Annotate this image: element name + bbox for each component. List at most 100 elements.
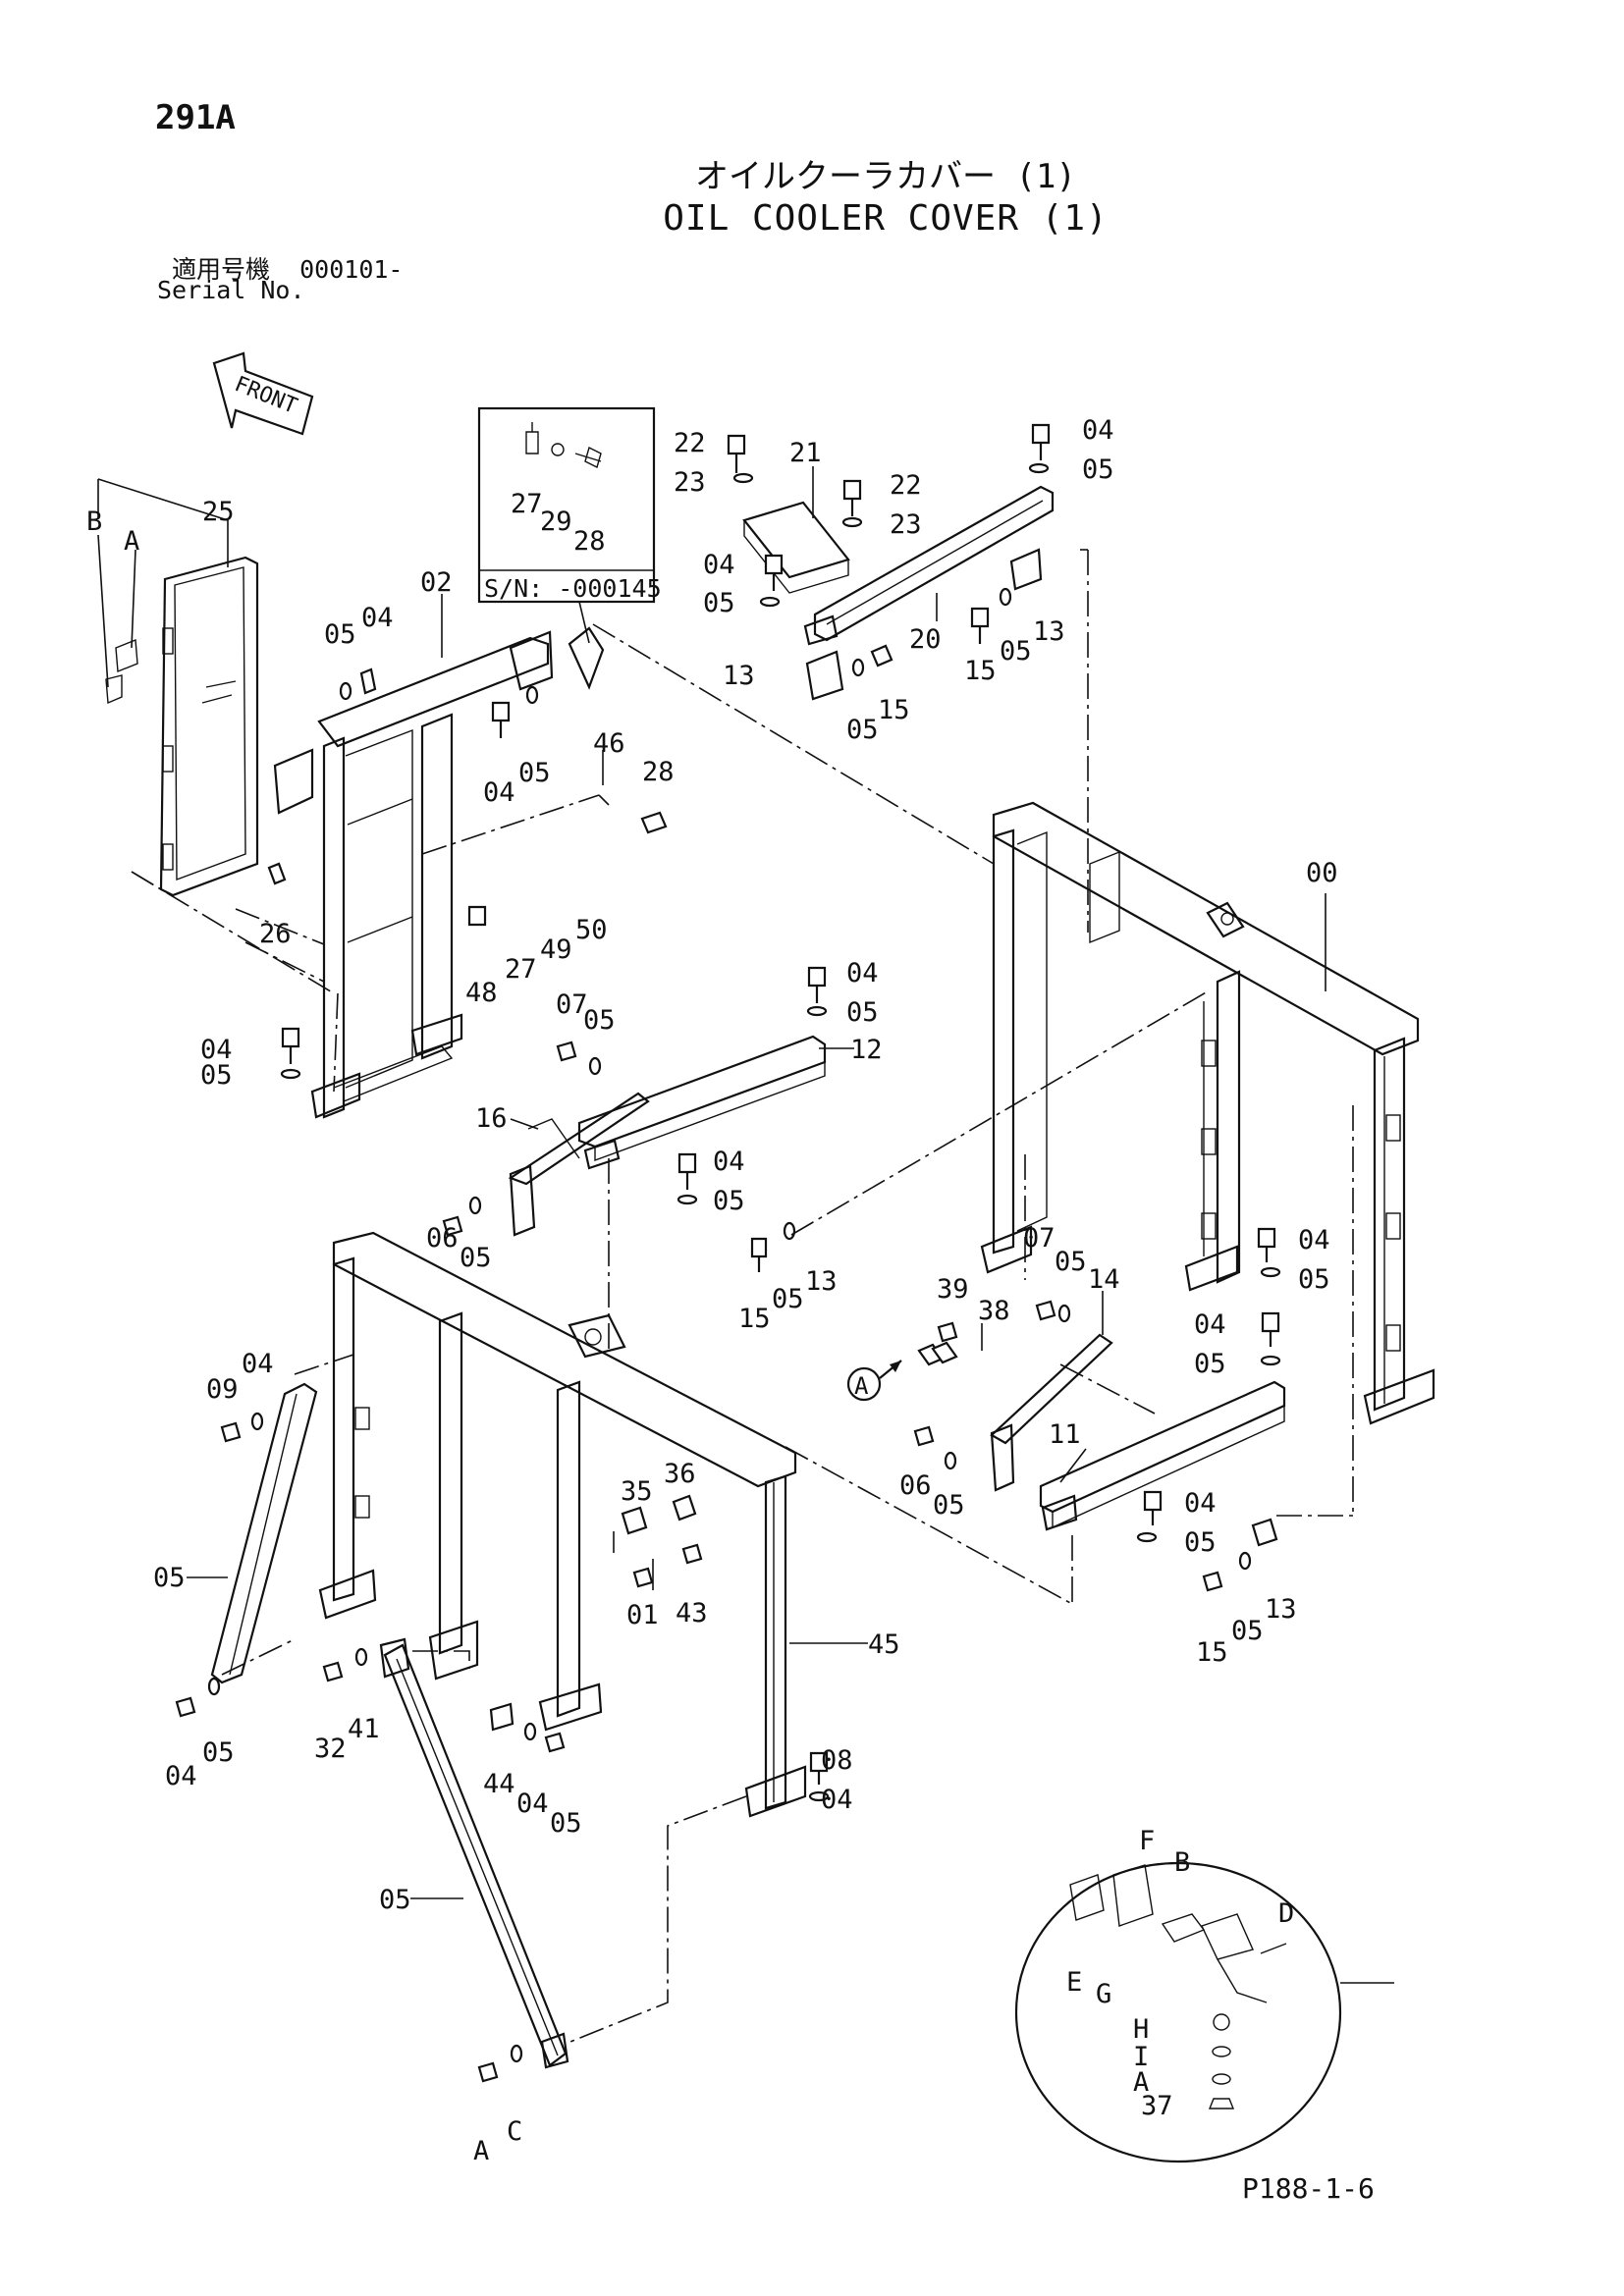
- callout: H: [1133, 2014, 1149, 2045]
- callout: 29: [540, 507, 572, 537]
- callout: 15: [964, 656, 997, 686]
- callout: 04: [483, 777, 515, 808]
- callout: 23: [674, 467, 706, 498]
- callout: 12: [850, 1035, 883, 1065]
- callout: 09: [206, 1374, 239, 1405]
- callout: 35: [621, 1476, 653, 1507]
- brace-14: [990, 1333, 1113, 1492]
- frame-00: [980, 801, 1435, 1425]
- inset-detail: S/N: -000145: [477, 406, 662, 690]
- callout: 14: [1088, 1264, 1120, 1295]
- leader-lines: [97, 466, 1326, 1899]
- callout: 04: [1082, 415, 1114, 446]
- callout: 05: [1082, 454, 1114, 485]
- callout: 22: [890, 470, 922, 501]
- callout: E: [1066, 1967, 1082, 1998]
- callout: 05: [713, 1186, 745, 1216]
- callout: 43: [676, 1598, 708, 1629]
- callout: 46: [593, 728, 625, 759]
- callout: 04: [713, 1147, 745, 1177]
- callout: 01: [626, 1600, 659, 1630]
- brace-16: [508, 1092, 650, 1237]
- callout: 05: [846, 997, 879, 1028]
- callout: 06: [426, 1223, 459, 1254]
- callout: 44: [483, 1769, 515, 1799]
- callout: 02: [420, 567, 453, 598]
- callout: 25: [202, 497, 235, 527]
- callout: 05: [583, 1005, 616, 1036]
- callout: 04: [1194, 1309, 1226, 1340]
- callout: 04: [516, 1789, 549, 1819]
- callout: 36: [664, 1459, 696, 1489]
- title-english: OIL COOLER COVER (1): [663, 198, 1109, 239]
- callout: 05: [379, 1885, 411, 1915]
- callout: 04: [821, 1785, 853, 1815]
- callout: 07: [1023, 1223, 1056, 1254]
- page-code: 291A: [155, 98, 236, 137]
- callout: A: [854, 1372, 869, 1400]
- callout: 23: [890, 509, 922, 540]
- callout: 13: [1265, 1594, 1297, 1625]
- callout: 05: [703, 588, 735, 618]
- callout: 05: [846, 715, 879, 745]
- callout: I: [1133, 2042, 1149, 2072]
- callout: 05: [1298, 1264, 1330, 1295]
- callout: 13: [805, 1266, 838, 1297]
- callout: A: [1133, 2067, 1149, 2098]
- callout: 28: [573, 526, 606, 557]
- detail-circle-a: [1014, 1861, 1394, 2163]
- callout: 04: [361, 603, 394, 633]
- callout: A: [473, 2136, 489, 2166]
- callout: 04: [1298, 1225, 1330, 1255]
- callout: 00: [1306, 858, 1338, 888]
- callout: 45: [868, 1629, 900, 1660]
- front-arrow-icon: FRONT: [212, 351, 314, 436]
- callout: D: [1278, 1898, 1294, 1929]
- callout: B: [86, 507, 102, 537]
- callout: 05: [1184, 1527, 1217, 1558]
- callout: 48: [465, 978, 498, 1008]
- callout: 27: [511, 489, 543, 519]
- callout: 04: [846, 958, 879, 988]
- frame-01: [318, 1231, 807, 1818]
- callout: 05: [153, 1563, 186, 1593]
- callout: 15: [878, 695, 910, 725]
- callout: 04: [703, 550, 735, 580]
- callout: 08: [821, 1745, 853, 1776]
- callout: 05: [772, 1284, 804, 1314]
- page-reference: P188-1-6: [1242, 2172, 1375, 2205]
- callout: 22: [674, 428, 706, 458]
- bracket-12: [577, 1035, 827, 1170]
- callout: G: [1096, 1979, 1111, 2009]
- callout: B: [1174, 1847, 1190, 1878]
- callout: 05: [1055, 1247, 1087, 1277]
- callout: F: [1139, 1826, 1155, 1856]
- callout: 49: [540, 934, 572, 965]
- callout: 13: [1033, 616, 1065, 647]
- callout: 16: [475, 1103, 508, 1134]
- callout: 41: [348, 1714, 380, 1744]
- callout: 05: [933, 1490, 965, 1521]
- callout: 37: [1141, 2091, 1173, 2121]
- serial-value: 000101-: [299, 255, 404, 284]
- brace-08: [379, 1637, 569, 2069]
- callout: 11: [1049, 1419, 1081, 1450]
- phantom-lines: [131, 549, 1354, 2045]
- hardware-bolts: [175, 423, 1281, 2083]
- callout: 21: [789, 438, 822, 468]
- door-panel-25: [105, 556, 259, 897]
- callout: 05: [460, 1243, 492, 1273]
- callout: 39: [937, 1274, 969, 1305]
- callout: 04: [1184, 1488, 1217, 1519]
- callout: 05: [550, 1808, 582, 1839]
- callout: 05: [202, 1737, 235, 1768]
- serial-number-line: 適用号機 000101-: [172, 250, 403, 286]
- callout: 05: [200, 1060, 233, 1091]
- callout: 13: [723, 661, 755, 691]
- callout: C: [507, 2116, 522, 2147]
- frame-02: [273, 630, 554, 1119]
- serial-label-jp: 適用号機: [172, 255, 271, 284]
- callout: 15: [738, 1304, 771, 1334]
- callout: 05: [324, 619, 356, 650]
